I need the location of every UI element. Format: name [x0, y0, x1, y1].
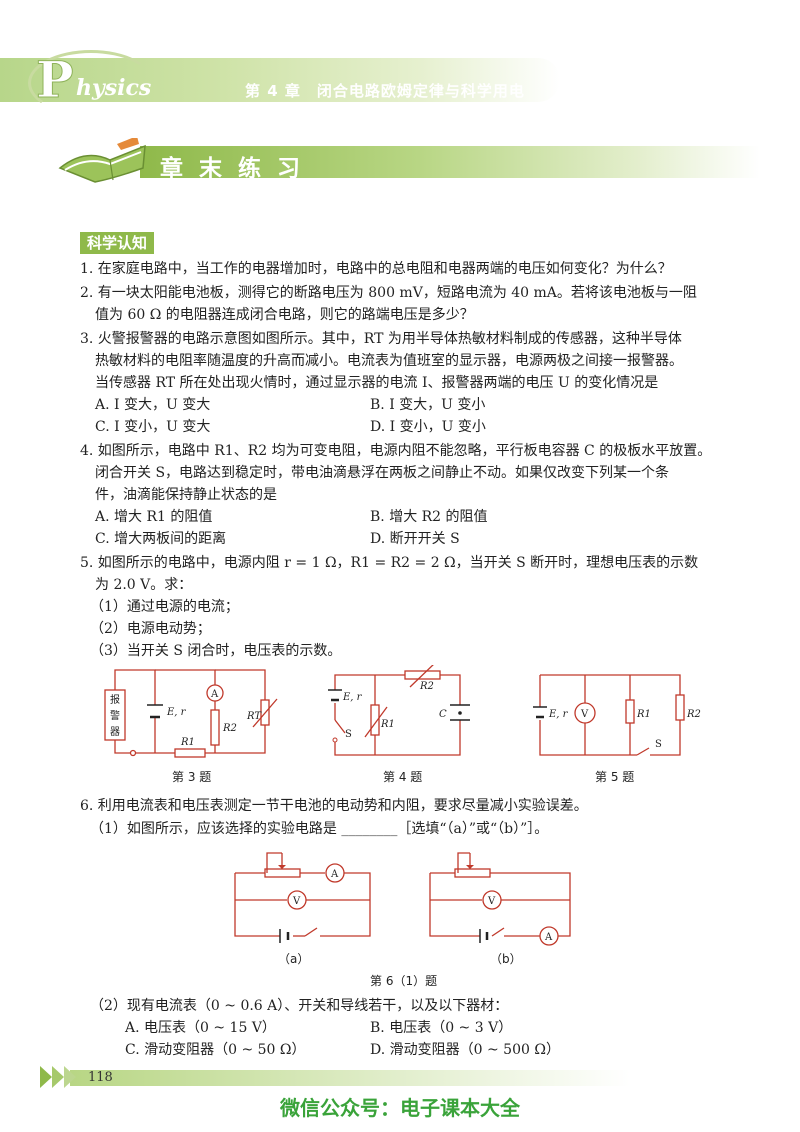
q6-circuit-a: A V	[234, 852, 371, 943]
q3-alarm-char-1: 报	[110, 693, 120, 706]
brand-letter-p: P	[36, 50, 75, 110]
q4-line-1: 4. 如图所示，电路中 R1、R2 均为可变电阻，电源内阻不能忽略，平行板电容器…	[80, 443, 712, 459]
q2-line-2: 值为 60 Ω 的电阻器连成闭合电路，则它的路端电压是多少？	[95, 307, 474, 323]
q6a-label-ammeter: A	[330, 869, 339, 880]
q2-line-1: 2. 有一块太阳能电池板，测得它的断路电压为 800 mV，短路电流为 40 m…	[80, 285, 697, 301]
q4-option-d: D. 断开开关 S	[370, 531, 460, 547]
q5-label-r1: R1	[636, 709, 651, 720]
q3-line-3: 当传感器 RT 所在处出现火情时，通过显示器的电流 I、报警器两端的电压 U 的…	[95, 375, 659, 391]
q4-option-c: C. 增大两板间的距离	[95, 531, 227, 547]
q6-option-c: C. 滑动变阻器（0 ~ 50 Ω）	[125, 1042, 306, 1058]
open-book-icon	[58, 138, 146, 183]
subheading: 科学认知	[80, 232, 154, 254]
q6-figure-label-b: （b）	[490, 952, 522, 966]
q4-label-c: C	[439, 709, 447, 720]
q6b-label-ammeter: A	[544, 932, 553, 943]
q3-option-b: B. I 变大，U 变小	[370, 397, 486, 413]
q6-option-a: A. 电压表（0 ~ 15 V）	[125, 1020, 276, 1036]
q4-circuit-diagram: E, r R2 R1 C S	[328, 665, 470, 756]
q3-option-c: C. I 变小，U 变大	[95, 419, 211, 435]
q4-option-a: A. 增大 R1 的阻值	[95, 509, 213, 525]
q6-part-1: （1）如图所示，应该选择的实验电路是 ________［选填“（a）”或“（b）…	[90, 821, 549, 837]
q4-line-3: 件，油滴能保持静止状态的是	[95, 487, 277, 503]
q5-figure-caption: 第 5 题	[595, 770, 635, 784]
q5-label-r2: R2	[686, 709, 701, 720]
brand-word: hysics	[76, 75, 152, 101]
q5-part-1: （1）通过电源的电流；	[90, 599, 239, 615]
footer-bar	[70, 1070, 630, 1086]
q3-label-r2: R2	[222, 723, 237, 734]
q5-line-2: 为 2.0 V。求：	[95, 577, 193, 593]
q5-part-3: （3）当开关 S 闭合时，电压表的示数。	[90, 643, 342, 659]
q6-circuit-b: V A	[429, 852, 571, 946]
q6b-label-voltmeter: V	[487, 896, 496, 907]
q4-label-r2: R2	[419, 681, 434, 692]
q3-alarm-char-2: 警	[110, 709, 120, 722]
chapter-title: 第 4 章 闭合电路欧姆定律与科学用电	[245, 82, 525, 100]
q3-alarm-char-3: 器	[110, 726, 120, 738]
q3-label-er: E, r	[166, 707, 187, 718]
q6-option-d: D. 滑动变阻器（0 ~ 500 Ω）	[370, 1042, 560, 1058]
q3-label-r1: R1	[180, 737, 195, 748]
q6a-label-voltmeter: V	[292, 896, 301, 907]
q5-line-1: 5. 如图所示的电路中，电源内阻 r = 1 Ω，R1 = R2 = 2 Ω，当…	[80, 555, 699, 571]
q3-line-2: 热敏材料的电阻率随温度的升高而减小。电流表为值班室的显示器，电源两极之间接一报警…	[95, 353, 683, 369]
q3-figure-caption: 第 3 题	[172, 770, 212, 784]
q6-part-2: （2）现有电流表（0 ~ 0.6 A）、开关和导线若干，以及以下器材：	[90, 998, 509, 1014]
q4-label-s: S	[345, 729, 352, 740]
section-banner	[140, 146, 760, 178]
q6-option-b: B. 电压表（0 ~ 3 V）	[370, 1020, 513, 1036]
q6-text: 6. 利用电流表和电压表测定一节干电池的电动势和内阻，要求尽量减小实验误差。	[80, 798, 588, 814]
page-number: 118	[88, 1070, 113, 1085]
q1-text: 1. 在家庭电路中，当工作的电器增加时，电路中的总电阻和电器两端的电压如何变化？…	[80, 261, 672, 277]
section-title: 章 末 练 习	[160, 156, 305, 182]
q3-option-d: D. I 变小，U 变小	[370, 419, 486, 435]
q6-figure-label-a: （a）	[278, 952, 310, 966]
q3-label-rt: RT	[246, 711, 262, 722]
q4-figure-caption: 第 4 题	[383, 770, 423, 784]
q3-option-a: A. I 变大，U 变大	[95, 397, 211, 413]
q3-label-ammeter: A	[210, 689, 219, 700]
q5-label-er: E, r	[548, 709, 569, 720]
q5-label-s: S	[655, 739, 662, 750]
q6-figure-caption: 第 6（1）题	[370, 974, 438, 988]
header-arc-decoration	[28, 50, 154, 116]
q4-line-2: 闭合开关 S，电路达到稳定时，带电油滴悬浮在两板之间静止不动。如果仅改变下列某一…	[95, 465, 670, 481]
watermark-text: 微信公众号：电子课本大全	[280, 1096, 520, 1120]
q4-option-b: B. 增大 R2 的阻值	[370, 509, 488, 525]
q5-part-2: （2）电源电动势；	[90, 621, 211, 637]
q3-circuit-diagram: 报 警 器 E, r A R2 R1 RT	[104, 669, 278, 758]
q5-circuit-diagram: E, r V R1 R2 S	[533, 674, 701, 756]
footer-arrow-icon	[40, 1066, 76, 1088]
q5-label-voltmeter: V	[580, 709, 589, 720]
q4-label-er: E, r	[342, 692, 363, 703]
q4-label-r1: R1	[380, 719, 395, 730]
q3-line-1: 3. 火警报警器的电路示意图如图所示。其中，RT 为用半导体热敏材料制成的传感器…	[80, 331, 682, 347]
